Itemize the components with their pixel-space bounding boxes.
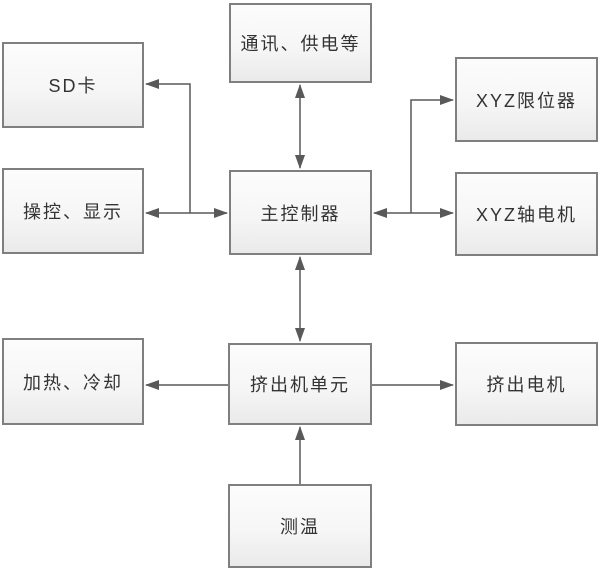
node-label: 挤出机单元 (250, 375, 350, 395)
node-label: 通讯、供电等 (240, 34, 361, 54)
node-xyz-axis-motor: XYZ轴电机 (455, 172, 598, 256)
node-main-controller: 主控制器 (229, 170, 372, 255)
node-sd-card: SD卡 (2, 42, 144, 128)
edge-main-sd (145, 79, 191, 213)
node-control-display: 操控、显示 (2, 168, 144, 254)
node-temp-measurement: 测温 (228, 484, 372, 568)
edge-main-limiter (410, 95, 454, 213)
node-label: XYZ轴电机 (475, 205, 577, 225)
node-label: 加热、冷却 (23, 372, 123, 393)
node-xyz-limiter: XYZ限位器 (455, 57, 598, 142)
node-extruder-motor: 挤出电机 (455, 342, 598, 426)
node-label: 挤出电机 (486, 375, 567, 395)
node-extruder-unit: 挤出机单元 (228, 343, 372, 425)
node-label: SD卡 (48, 76, 98, 96)
node-label: XYZ限位器 (475, 90, 577, 111)
node-comm-power: 通讯、供电等 (229, 3, 372, 83)
node-label: 主控制器 (260, 203, 341, 224)
node-label: 操控、显示 (23, 202, 123, 222)
node-label: 测温 (280, 517, 320, 537)
node-heating-cooling: 加热、冷却 (2, 338, 144, 425)
